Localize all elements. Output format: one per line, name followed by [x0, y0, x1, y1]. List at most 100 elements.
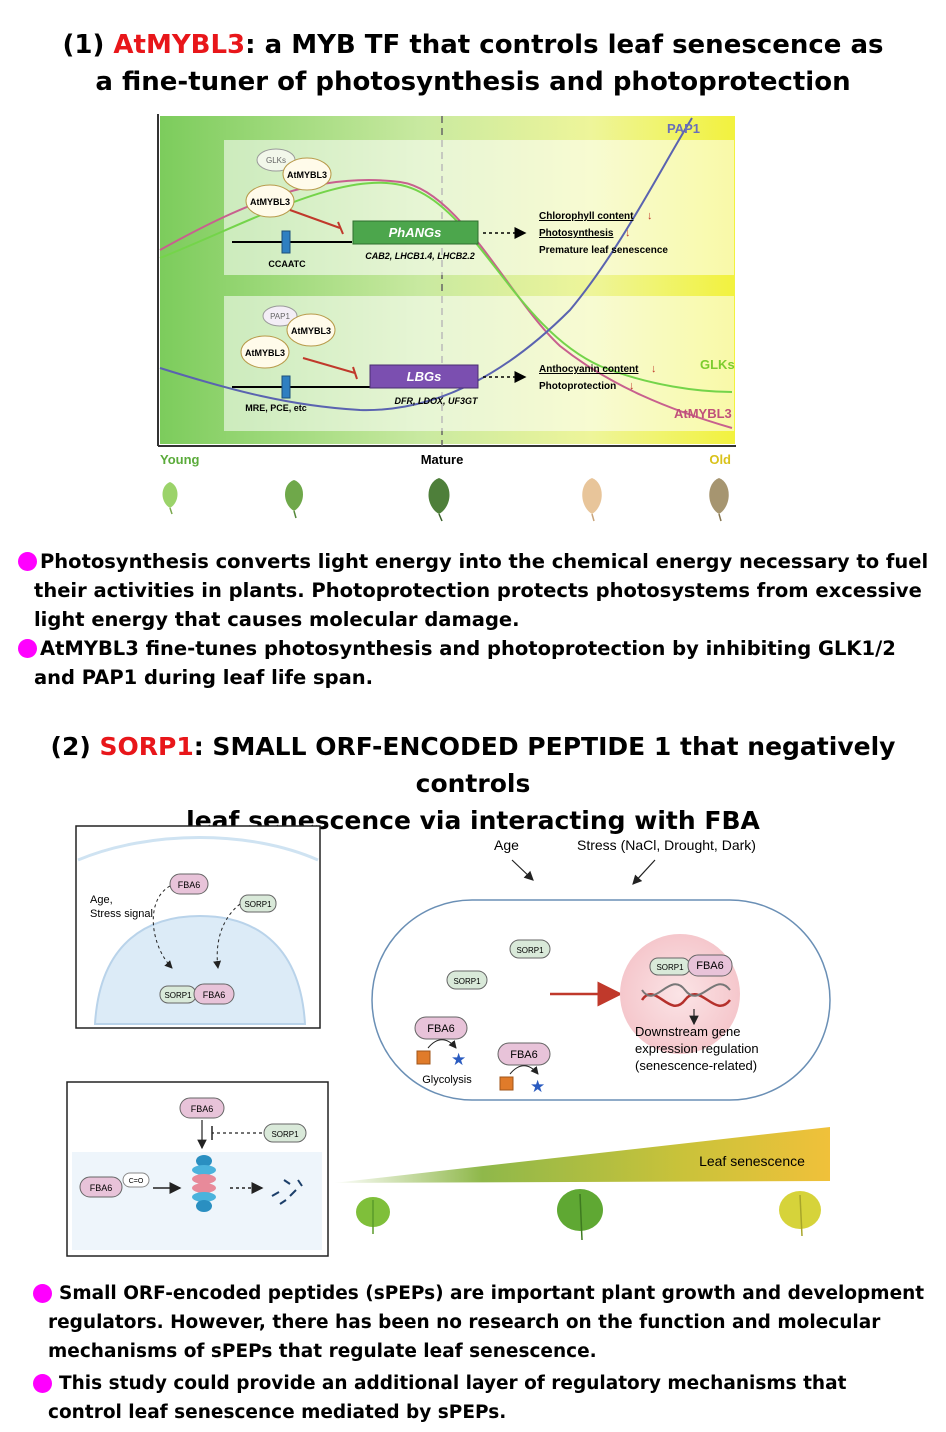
- effect-photosynthesis: Photosynthesis: [539, 228, 614, 239]
- svg-text:GLKs: GLKs: [266, 156, 286, 165]
- svg-text:CAB2, LHCB1.4, LHCB2.2: CAB2, LHCB1.4, LHCB2.2: [365, 251, 475, 261]
- effect-chlorophyll: Chlorophyll content: [539, 211, 634, 222]
- svg-text:FBA6: FBA6: [510, 1049, 538, 1061]
- atmybl3-oval-lower-bottom: [240, 335, 290, 369]
- svg-text:C=O: C=O: [129, 1178, 144, 1185]
- effect-premature-senescence: Premature leaf senescence: [539, 245, 668, 256]
- svg-text:Downstream gene: Downstream gene: [635, 1024, 741, 1039]
- svg-text:SORP1: SORP1: [244, 900, 272, 909]
- svg-text:FBA6: FBA6: [427, 1023, 455, 1035]
- svg-text:LBGs: LBGs: [407, 369, 442, 384]
- section1-bullet-1: Photosynthesis converts light energy int…: [18, 547, 938, 634]
- bullet-dot: [18, 639, 37, 658]
- section1-bullets: Photosynthesis converts light energy int…: [18, 547, 938, 692]
- leaf-early-icon: [285, 480, 303, 519]
- bullet-dot: [18, 552, 37, 571]
- product-star-icon: ★: [451, 1050, 466, 1070]
- effect-anthocyanin: Anthocyanin content: [539, 364, 639, 375]
- leaf-small-green-icon: [356, 1197, 390, 1234]
- glks-curve-label: GLKs: [700, 357, 735, 372]
- svg-text:↓: ↓: [625, 227, 631, 239]
- svg-text:FBA6: FBA6: [178, 880, 201, 890]
- bullet-dot: [33, 1374, 52, 1393]
- section2-bullet-2: This study could provide an additional l…: [33, 1369, 933, 1427]
- senescence-label: Leaf senescence: [699, 1153, 805, 1169]
- svg-text:FBA6: FBA6: [90, 1183, 113, 1193]
- section1-bullet-2: AtMYBL3 fine-tunes photosynthesis and ph…: [18, 634, 938, 692]
- svg-text:SORP1: SORP1: [656, 963, 684, 972]
- sorp1-diagram: Age, Stress signal FBA6 SORP1 SORP1 FBA6…: [66, 825, 831, 1257]
- svg-text:★: ★: [530, 1077, 545, 1097]
- svg-text:DFR, LDOX, UF3GT: DFR, LDOX, UF3GT: [395, 396, 480, 406]
- leaf-mature-icon: [428, 478, 450, 522]
- svg-text:(senescence-related): (senescence-related): [635, 1058, 757, 1073]
- svg-text:AtMYBL3: AtMYBL3: [287, 170, 327, 180]
- fba6-pill: [169, 873, 209, 895]
- svg-text:AtMYBL3: AtMYBL3: [250, 197, 290, 207]
- panel-degradation: FBA6 SORP1 FBA6 C=O: [66, 1081, 329, 1257]
- svg-text:CCAATC: CCAATC: [268, 259, 306, 269]
- atmybl3-diagram: PAP1 GLKs AtMYBL3 GLKs AtMYBL3 AtMYBL3 C…: [157, 114, 736, 522]
- inhibition-line-lower: [302, 357, 356, 374]
- stage-mature: Mature: [421, 452, 464, 467]
- senescence-gradient: Leaf senescence: [333, 1127, 830, 1241]
- section2-title-line1: (2) SORP1: SMALL ORF-ENCODED PEPTIDE 1 t…: [50, 732, 896, 798]
- svg-text:↓: ↓: [651, 363, 657, 375]
- proteasome-icon: [192, 1155, 216, 1212]
- svg-text:AtMYBL3: AtMYBL3: [245, 348, 285, 358]
- svg-text:FBA6: FBA6: [696, 960, 724, 972]
- section2-title-highlight: SORP1: [99, 732, 194, 761]
- leaf-young-icon: [162, 482, 178, 515]
- inhibition-line-upper: [289, 209, 341, 229]
- nucleus-shape: [93, 914, 307, 1025]
- svg-text:PAP1: PAP1: [270, 312, 290, 321]
- panel-nuclear-entry: Age, Stress signal FBA6 SORP1 SORP1 FBA6: [75, 825, 321, 1029]
- bullet-dot: [33, 1284, 52, 1303]
- ccaatc-motif: [281, 230, 291, 254]
- atmybl3-oval-bottom: [245, 184, 295, 218]
- svg-text:AtMYBL3: AtMYBL3: [291, 326, 331, 336]
- svg-text:expression regulation: expression regulation: [635, 1041, 759, 1056]
- cell-membrane: [371, 899, 831, 1101]
- svg-text:FBA6: FBA6: [203, 990, 226, 1000]
- svg-text:SORP1: SORP1: [516, 946, 544, 955]
- age-label: Age: [494, 837, 519, 853]
- section1-title: (1) AtMYBL3: a MYB TF that controls leaf…: [0, 27, 946, 101]
- sorp1-pill: [239, 894, 277, 913]
- effect-photoprotection: Photoprotection: [539, 381, 616, 392]
- phangs-gene-box: [352, 220, 479, 245]
- svg-text:MRE, PCE, etc: MRE, PCE, etc: [245, 403, 307, 413]
- section2-bullets: Small ORF-encoded peptides (sPEPs) are i…: [33, 1279, 933, 1427]
- atmybl3-curve-label: AtMYBL3: [674, 406, 732, 421]
- pap1-curve-label: PAP1: [667, 121, 700, 136]
- svg-text:SORP1: SORP1: [453, 977, 481, 986]
- svg-text:SORP1: SORP1: [271, 1130, 299, 1139]
- leaf-yellow-icon: [779, 1191, 821, 1237]
- substrate-square-icon: [416, 1050, 431, 1065]
- svg-text:FBA6: FBA6: [191, 1104, 214, 1114]
- section1-title-highlight: AtMYBL3: [113, 30, 246, 60]
- svg-text:Stress signal: Stress signal: [90, 908, 153, 920]
- leaf-senescing-icon: [582, 478, 602, 522]
- leaf-old-icon: [709, 478, 729, 522]
- section1-title-line1: (1) AtMYBL3: a MYB TF that controls leaf…: [62, 30, 884, 60]
- svg-text:PhANGs: PhANGs: [389, 225, 442, 240]
- svg-text:Age,: Age,: [90, 894, 113, 906]
- svg-text:↓: ↓: [647, 210, 653, 222]
- mre-pce-motif: [281, 375, 291, 399]
- stage-young: Young: [160, 452, 200, 467]
- atmybl3-oval-top: [282, 157, 332, 191]
- atmybl3-oval-lower-top: [286, 313, 336, 347]
- svg-text:Glycolysis: Glycolysis: [422, 1074, 472, 1086]
- section1-title-line2: a fine-tuner of photosynthesis and photo…: [95, 67, 851, 97]
- panel-cell-overview: Age Stress (NaCl, Drought, Dark) SORP1 S…: [371, 837, 831, 1101]
- stage-old: Old: [709, 452, 731, 467]
- section2-bullet-1: Small ORF-encoded peptides (sPEPs) are i…: [33, 1279, 933, 1366]
- svg-text:SORP1: SORP1: [164, 991, 192, 1000]
- peptide-fragments-icon: [271, 1179, 303, 1205]
- svg-text:↓: ↓: [629, 380, 635, 392]
- stress-label: Stress (NaCl, Drought, Dark): [577, 837, 756, 853]
- senescence-wedge: [333, 1127, 830, 1183]
- leaf-large-green-icon: [557, 1189, 603, 1241]
- pap1-oval: [262, 305, 298, 327]
